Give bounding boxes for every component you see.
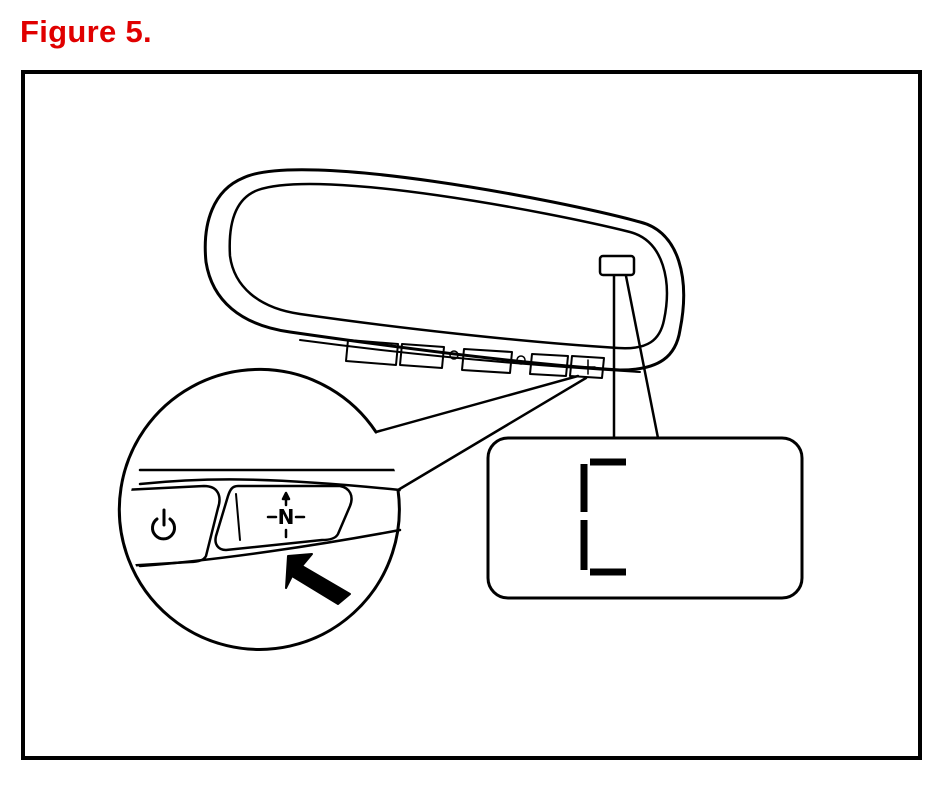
mirror-glass bbox=[228, 182, 669, 350]
figure-title: Figure 5. bbox=[20, 14, 152, 49]
mirror-button[interactable] bbox=[345, 339, 399, 366]
display-readout-box bbox=[486, 436, 804, 600]
arrow-pointer-icon bbox=[285, 553, 351, 605]
compass-icon bbox=[580, 359, 596, 375]
illustration-frame bbox=[21, 70, 922, 760]
sensor-icon bbox=[449, 350, 459, 360]
compass-icon bbox=[266, 491, 306, 539]
mirror-compass-button[interactable] bbox=[569, 355, 605, 379]
button-zoom-callout bbox=[117, 367, 588, 651]
mirror-button[interactable] bbox=[399, 343, 445, 369]
display-segment-glyph bbox=[580, 458, 626, 576]
rear-view-mirror bbox=[203, 168, 686, 379]
sensor-icon bbox=[516, 355, 526, 365]
display-zoom-callout bbox=[486, 274, 804, 600]
mirror-button[interactable] bbox=[461, 348, 513, 374]
compass-button-label: N bbox=[278, 505, 295, 529]
power-button[interactable] bbox=[124, 484, 221, 568]
mirror-button-strip bbox=[345, 339, 605, 379]
compass-display-window bbox=[598, 254, 636, 277]
mirror-button[interactable] bbox=[529, 353, 569, 377]
power-icon bbox=[151, 508, 176, 541]
mirror-housing bbox=[203, 168, 686, 372]
compass-button[interactable] bbox=[214, 484, 353, 552]
